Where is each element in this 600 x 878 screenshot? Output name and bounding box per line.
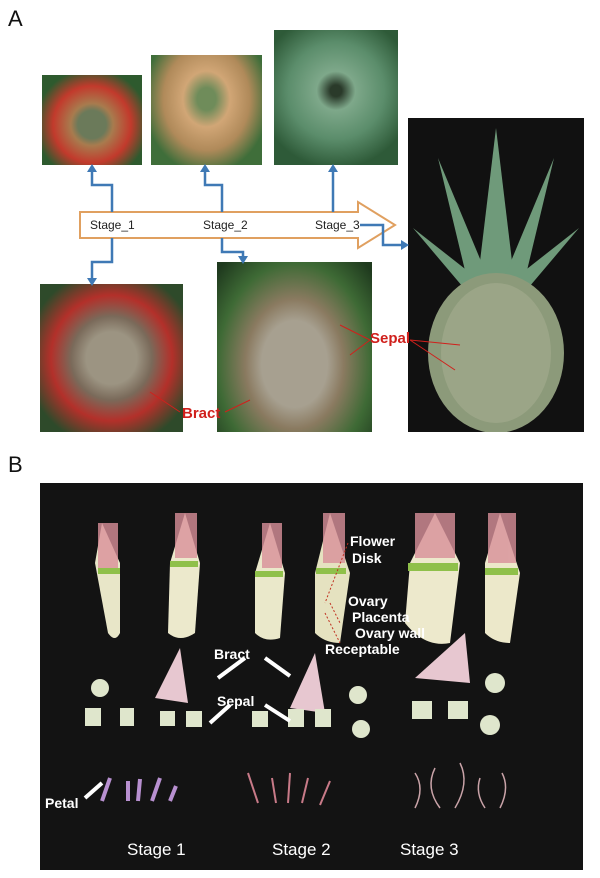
sepal-b-annotation: Sepal [217,693,255,709]
stage-arrow [79,200,397,250]
panel-a-label: A [8,6,23,31]
ovary-annotation: Ovary [348,593,388,609]
placenta-annotation: Placenta [352,609,410,625]
stage3-label: Stage_3 [315,218,360,232]
stage1-label: Stage_1 [90,218,135,232]
stage2-b-label: Stage 2 [272,840,331,859]
petals [100,777,178,802]
ovary-wall-annotation: Ovary wall [355,625,426,641]
receptable-annotation: Receptable [325,641,400,657]
stage1-side-photo [40,284,183,432]
disk-annotation: Disk [352,550,382,566]
sepal-annotation: Sepal [370,330,411,347]
pointer-arrows [83,656,292,800]
stage2-top-photo [151,55,262,165]
mature-fruit-photo [408,118,584,432]
whole-flowers [95,513,520,644]
stage-connectors [79,164,461,413]
bract-b-annotation: Bract [214,646,250,662]
stage3-top-photo [274,30,398,165]
sepals [85,673,505,738]
dissection-panel: Flower Disk Ovary Placenta Ovary wall Re… [40,483,583,870]
flower-annotation: Flower [350,533,396,549]
bract-annotation: Bract [182,405,221,422]
stage3-b-label: Stage 3 [400,840,459,859]
stage1-b-label: Stage 1 [127,840,186,859]
flower-parts [83,513,520,809]
petals-stage3 [414,762,507,809]
bracts [155,633,470,713]
stage2-label: Stage_2 [203,218,248,232]
petal-annotation: Petal [45,795,79,811]
stage1-top-photo [42,75,142,165]
panel-b-label: B [8,452,23,477]
petals-stage2 [247,772,331,806]
